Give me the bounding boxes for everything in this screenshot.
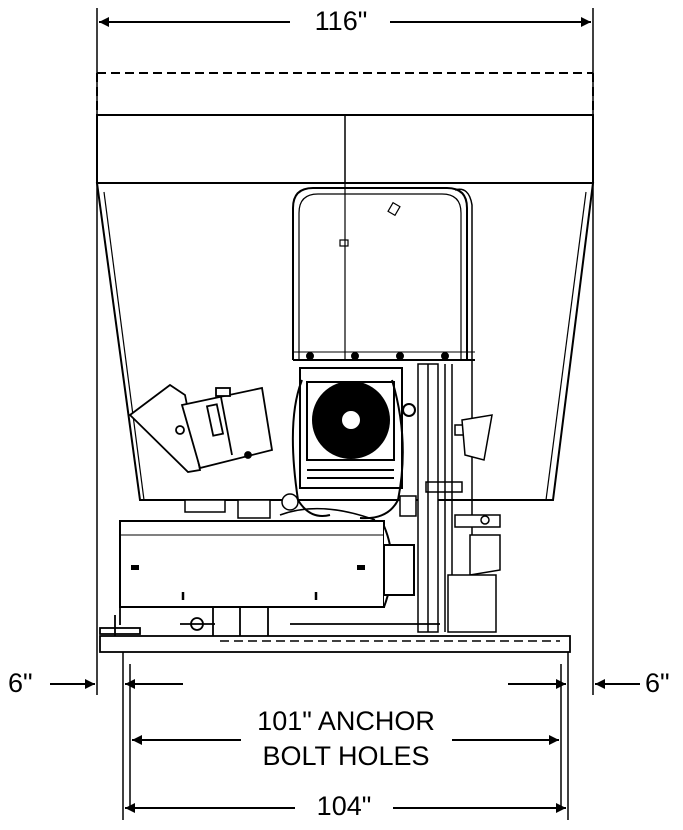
overall-width-label: 116"	[296, 8, 386, 35]
access-frame	[292, 187, 475, 600]
left-offset-label: 6"	[8, 668, 33, 698]
under-fittings	[184, 493, 417, 521]
right-offset-label: 6"	[645, 668, 670, 698]
side-bin	[128, 383, 274, 473]
hopper-extension-dashed	[96, 72, 594, 115]
vertical-column	[417, 363, 501, 633]
anchor-line1-label: 101" ANCHOR	[240, 708, 452, 735]
conveyor-housing	[119, 520, 415, 608]
base-width-label: 104"	[298, 793, 390, 820]
base-frame	[99, 607, 571, 820]
anchor-bolt-dimension	[129, 664, 562, 810]
fan-unit	[291, 367, 416, 520]
anchor-line2-label: BOLT HOLES	[240, 743, 452, 770]
